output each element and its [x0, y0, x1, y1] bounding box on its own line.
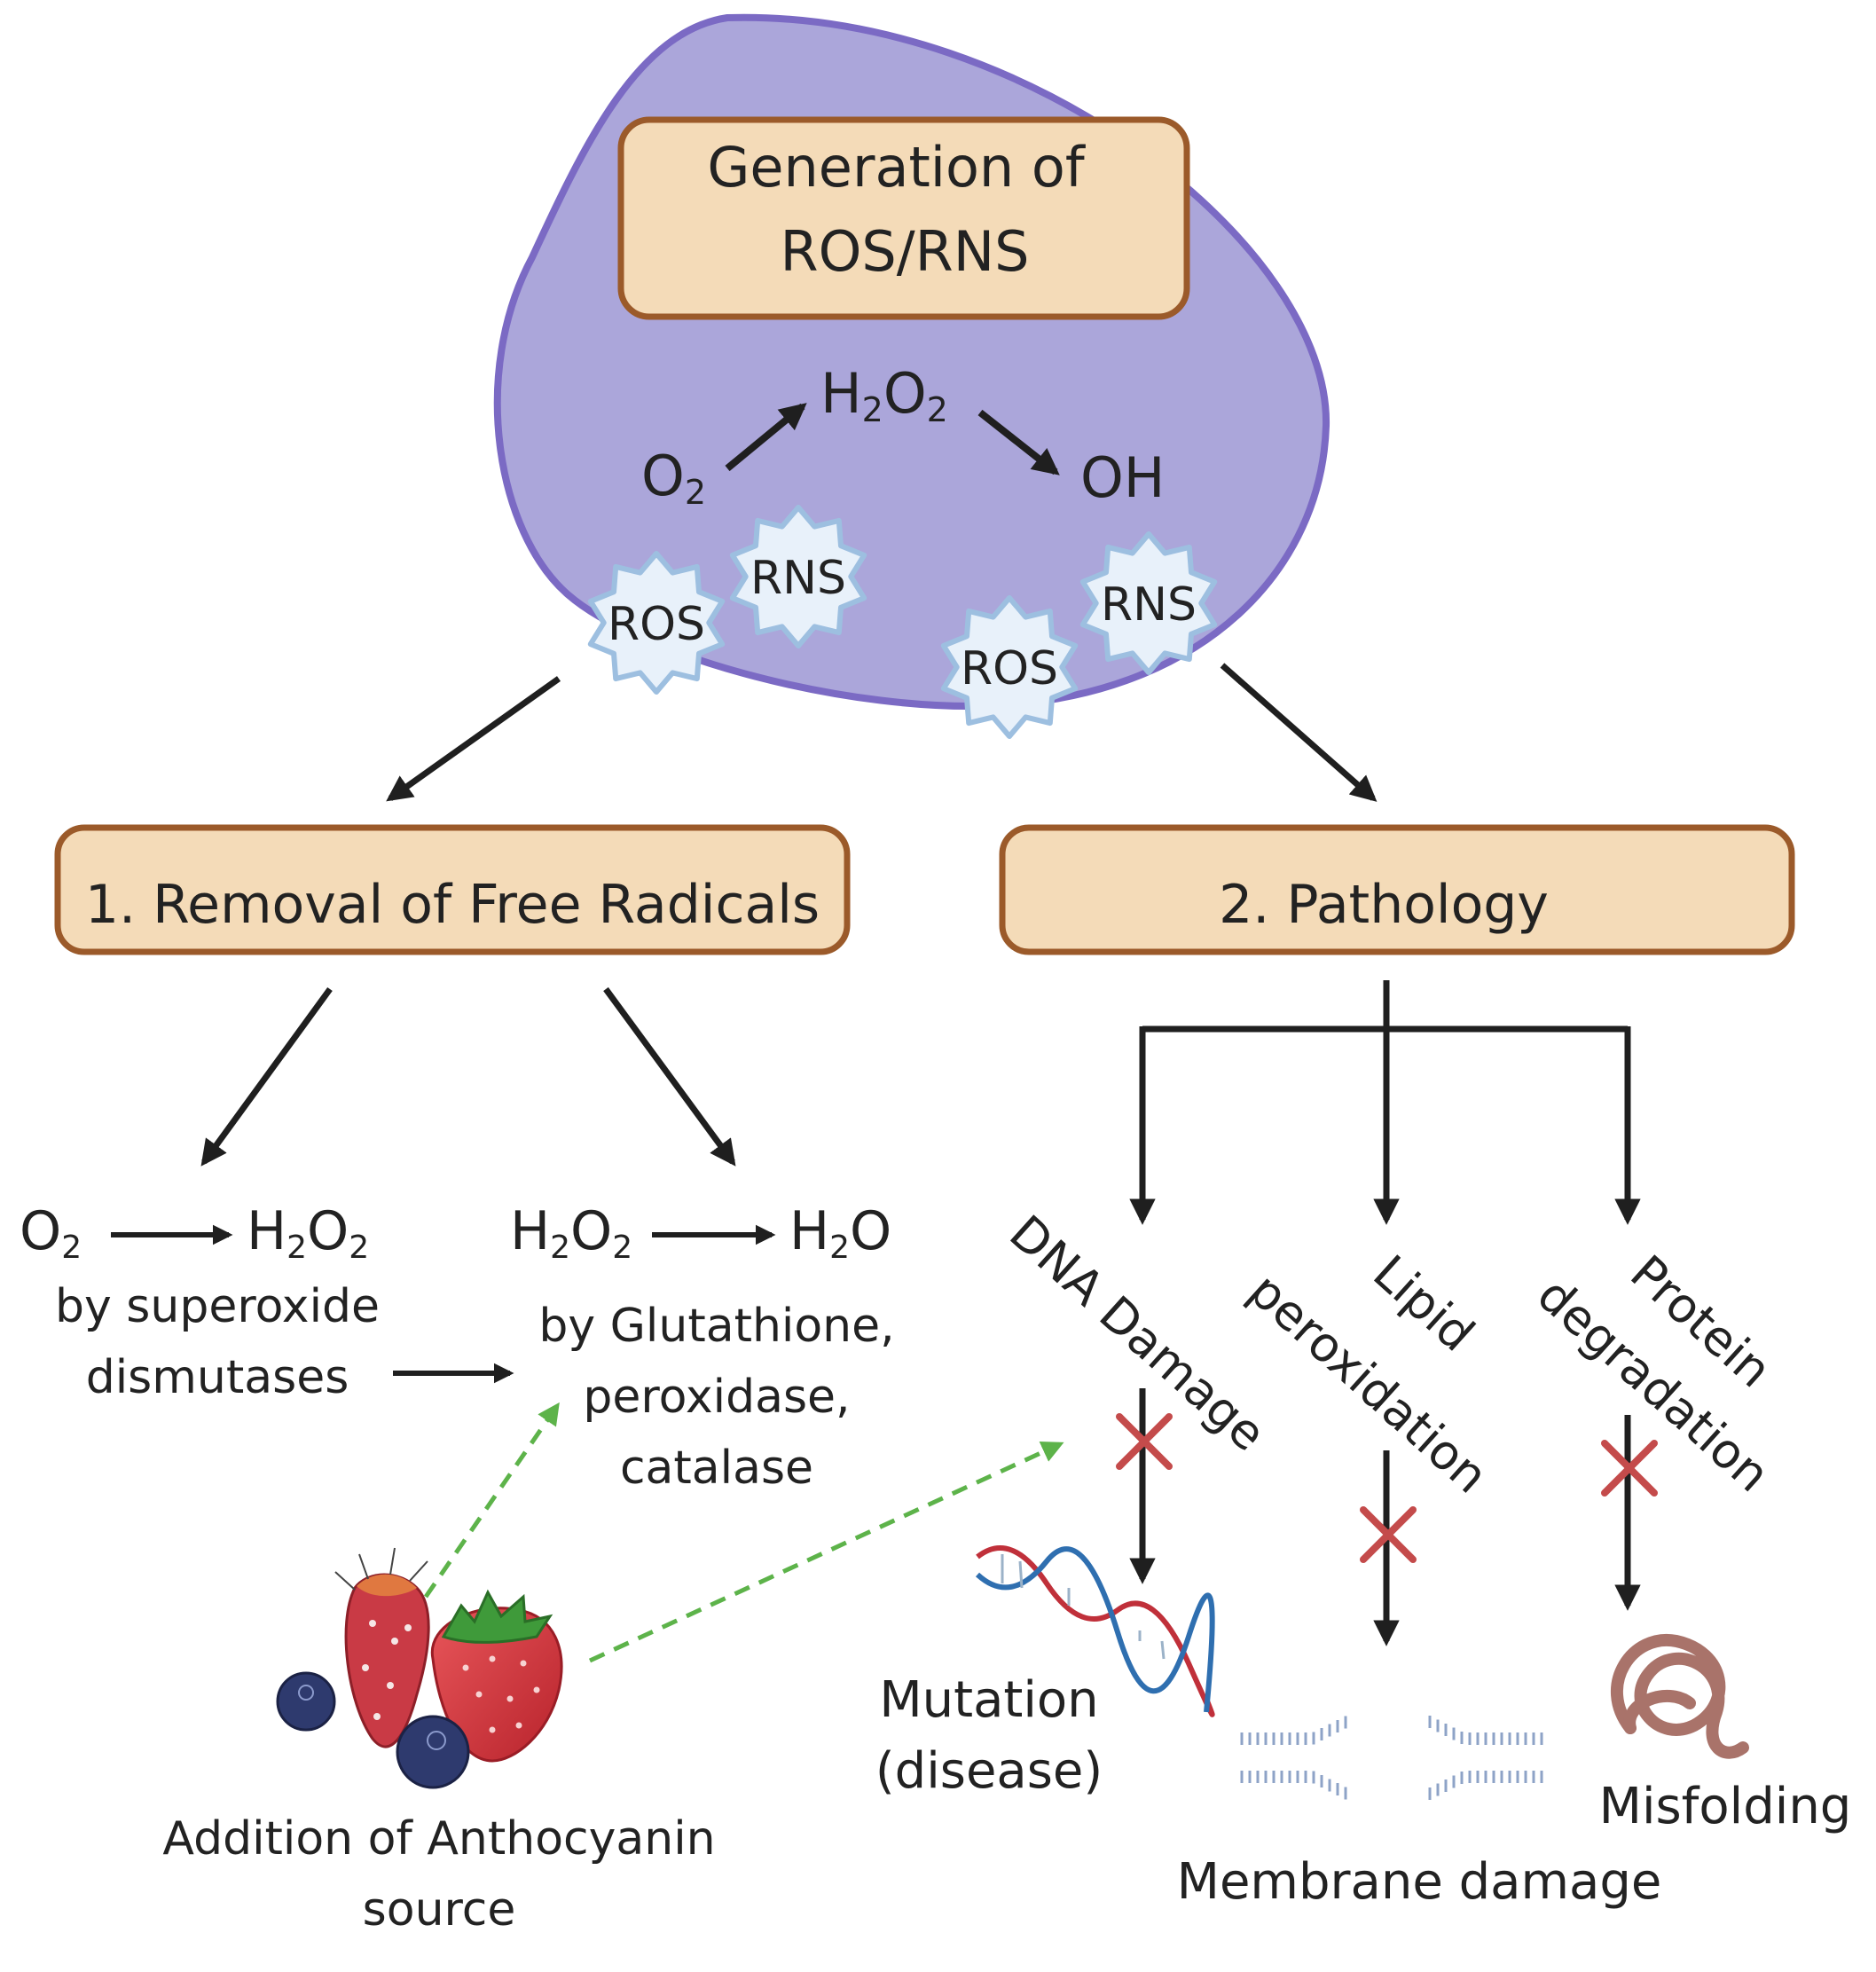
generation-title-line2: ROS/RNS [781, 219, 1030, 284]
generation-box [617, 116, 1190, 320]
misfolded-protein-illustration [1610, 1633, 1749, 1759]
reaction1-desc-line1: by superoxide [55, 1280, 380, 1333]
arrow-o2-to-h2o2 [725, 403, 807, 472]
burst-shape [587, 551, 726, 695]
mutation-line1: Mutation [879, 1671, 1098, 1729]
arrow-removal-to-reaction2 [603, 986, 736, 1167]
removal-box [54, 824, 851, 955]
generation-title-line1: Generation of [707, 135, 1087, 200]
burst-label: RNS [1101, 578, 1197, 632]
ros-burst-right: ROS [940, 595, 1079, 739]
lipid-label-line1: Lipid [1362, 1245, 1485, 1363]
cell-oh-label: OH [1080, 445, 1165, 510]
cell-h2o2-label: H2O2 [820, 361, 948, 429]
misfolding-label: Misfolding [1599, 1778, 1852, 1835]
removal-label: 1. Removal of Free Radicals [85, 874, 820, 936]
reaction2-desc-line1: by Glutathione, [538, 1300, 894, 1353]
arrow-removal-to-reaction1 [200, 986, 333, 1167]
dashed-arrow-to-dna [588, 1442, 1064, 1663]
burst-shape [940, 595, 1079, 739]
lipid-label-group: Lipid [1362, 1245, 1485, 1363]
block-x-lipid [1360, 1506, 1417, 1563]
rns-burst-left: RNS [729, 505, 867, 648]
berries-illustration [276, 1547, 563, 1789]
anthocyanin-line2: source [363, 1883, 516, 1937]
dashed-arrow-to-enzymes [423, 1402, 560, 1599]
reaction1-from: O2 [20, 1200, 82, 1266]
dna-helix-illustration [975, 1545, 1215, 1717]
reaction1-to: H2O2 [247, 1200, 369, 1266]
burst-label: RNS [750, 552, 846, 605]
pathology-branch-connector [1142, 980, 1628, 1033]
reaction2-desc-line2: peroxidase, [583, 1371, 850, 1424]
burst-label: ROS [608, 598, 705, 651]
arrow-cell-to-removal [386, 676, 561, 802]
reaction2-from: H2O2 [510, 1200, 632, 1266]
dna-damage-label: DNA Damage [999, 1205, 1276, 1462]
block-x-dna [1116, 1413, 1173, 1470]
mutation-line2: (disease) [875, 1742, 1103, 1800]
membrane-damage-illustration [1240, 1716, 1543, 1800]
membrane-damage-label: Membrane damage [1177, 1853, 1662, 1911]
reaction2-to: H2O [789, 1200, 891, 1266]
ros-burst-left: ROS [587, 551, 726, 695]
pathology-label: 2. Pathology [1219, 874, 1549, 936]
block-x-protein [1601, 1440, 1658, 1497]
burst-shape [1079, 531, 1218, 675]
arrow-h2o2-to-oh [977, 409, 1060, 475]
anthocyanin-line1: Addition of Anthocyanin [162, 1812, 715, 1866]
rns-burst-right: RNS [1079, 531, 1218, 675]
reaction1-desc-line2: dismutases [86, 1351, 349, 1404]
pathology-box [999, 824, 1795, 955]
cell-o2-label: O2 [641, 444, 706, 512]
reaction2-desc-line3: catalase [620, 1442, 813, 1495]
burst-shape [729, 505, 867, 648]
burst-label: ROS [961, 642, 1058, 695]
arrow-cell-to-pathology [1220, 663, 1378, 802]
dna-damage-label-group: DNA Damage [999, 1205, 1276, 1462]
